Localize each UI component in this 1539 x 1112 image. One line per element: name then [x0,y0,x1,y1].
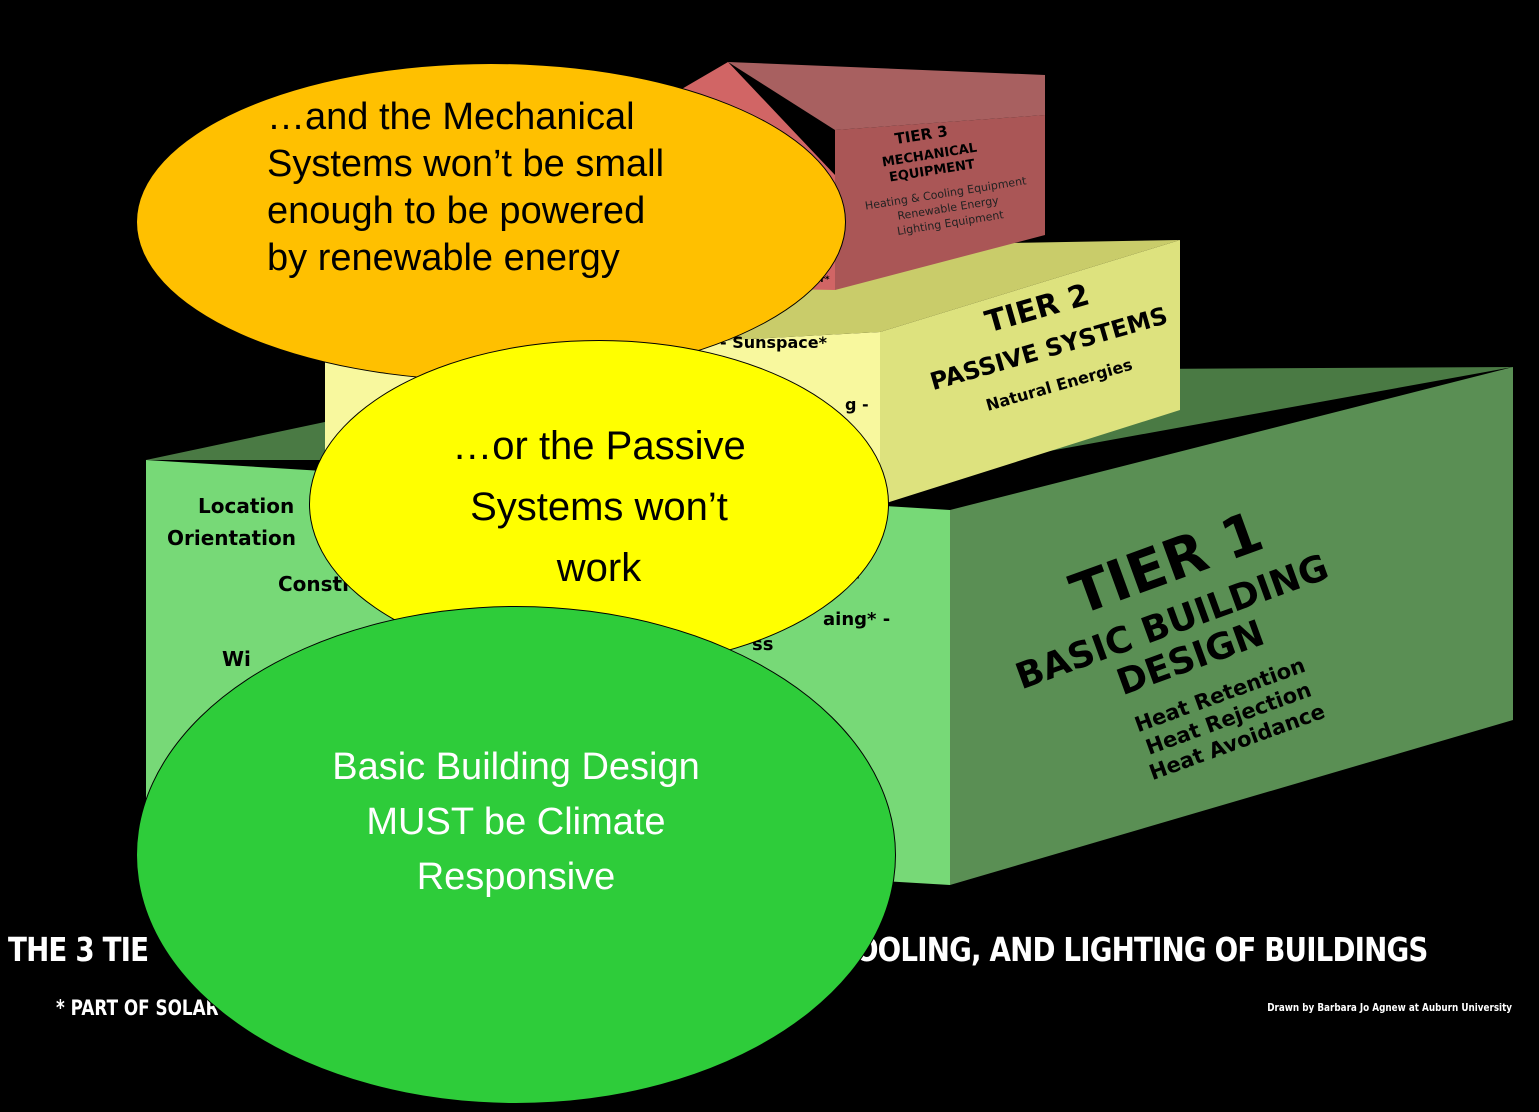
basic-line-1: Basic Building Design [332,746,700,788]
mechanical-line-1: …and the Mechanical [267,96,635,138]
passive-line-1: …or the Passive [452,424,746,468]
tier1-fragment-2: Orientation [167,526,296,550]
mechanical-bubble-text: …and the Mechanical Systems won’t be sma… [267,94,664,282]
tier2-side-face [880,240,1180,505]
basic-line-3: Responsive [416,856,616,898]
tier1-fragment-3: Consti [278,572,349,596]
footer-title: THE 3 TIE G, COOLING, AND LIGHTING OF BUI… [8,930,1428,969]
tier3-side-face [835,115,1045,290]
tier2-fragment-1: - Sunspace* [720,333,828,352]
tier2-fragment-2: g - [845,395,869,414]
mechanical-line-2: Systems won’t be small [267,143,665,185]
passive-line-3: work [556,546,642,590]
mechanical-line-4: by renewable energy [267,237,620,279]
tier3-top-face [728,62,1045,130]
mechanical-line-3: enough to be powered [267,190,646,232]
tier2-fragment-4: aing* - [823,609,890,630]
footer-credit: Drawn by Barbara Jo Agnew at Auburn Univ… [1267,1001,1512,1014]
footer-title-left: THE 3 TIE [8,930,149,969]
tier1-fragment-4: Wi [222,647,251,671]
tier1-fragment-1: Location [198,494,294,518]
basic-line-2: MUST be Climate [366,801,666,843]
passive-line-2: Systems won’t [470,485,728,529]
passive-bubble-text: …or the Passive Systems won’t work [310,416,888,599]
footer-title-right: G, COOLING, AND LIGHTING OF BUILDINGS [795,930,1428,969]
basic-building-design-bubble: Basic Building Design MUST be Climate Re… [136,606,896,1104]
mechanical-systems-bubble: …and the Mechanical Systems won’t be sma… [136,63,846,381]
basic-bubble-text: Basic Building Design MUST be Climate Re… [137,740,895,905]
tier1-side-face [950,367,1513,885]
